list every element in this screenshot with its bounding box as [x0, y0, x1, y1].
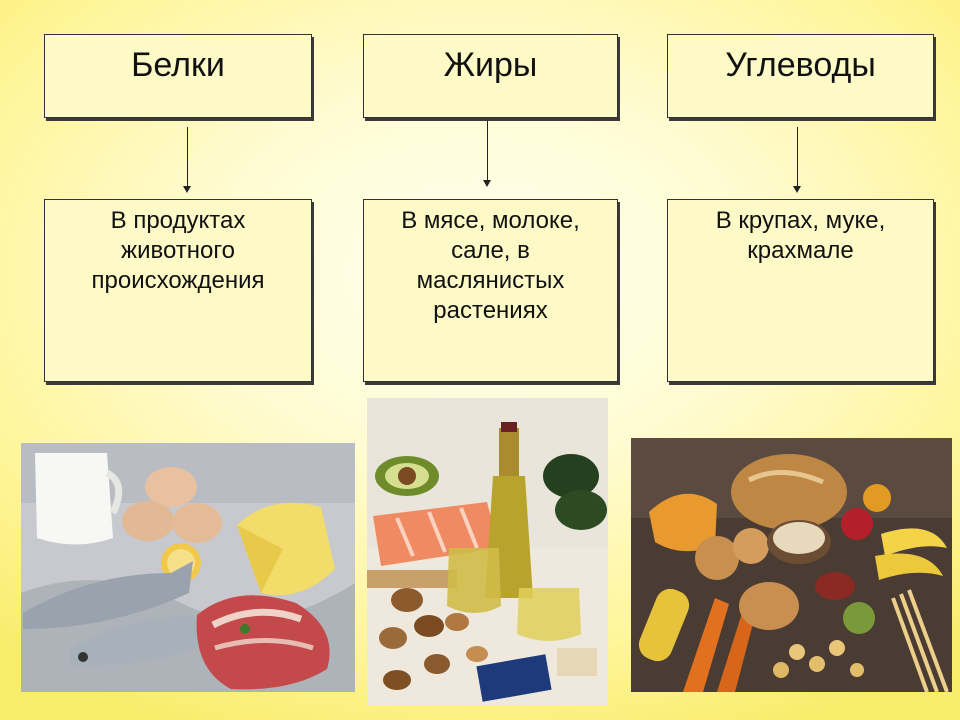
- header-title-proteins: Белки: [131, 46, 225, 84]
- header-title-carbohydrates: Углеводы: [725, 46, 876, 84]
- desc-text-fats: В мясе, молоке, сале, в маслянистых раст…: [401, 207, 580, 324]
- arrow-down-proteins: [183, 127, 191, 193]
- header-title-fats: Жиры: [443, 46, 538, 84]
- desc-text-carbohydrates: В крупах, муке, крахмале: [715, 207, 886, 264]
- desc-text-proteins: В продуктах животного происхождения: [91, 207, 265, 294]
- desc-box-fats: В мясе, молоке, сале, в маслянистых раст…: [363, 199, 618, 382]
- carbohydrate-foods-photo: [631, 438, 952, 692]
- fat-foods-photo: [367, 398, 608, 705]
- header-box-proteins: Белки: [44, 34, 312, 118]
- header-box-fats: Жиры: [363, 34, 618, 118]
- arrow-down-carbohydrates: [793, 127, 801, 193]
- desc-box-carbohydrates: В крупах, муке, крахмале: [667, 199, 934, 382]
- protein-foods-photo: [21, 443, 355, 692]
- arrow-down-fats: [483, 121, 491, 187]
- header-box-carbohydrates: Углеводы: [667, 34, 934, 118]
- desc-box-proteins: В продуктах животного происхождения: [44, 199, 312, 382]
